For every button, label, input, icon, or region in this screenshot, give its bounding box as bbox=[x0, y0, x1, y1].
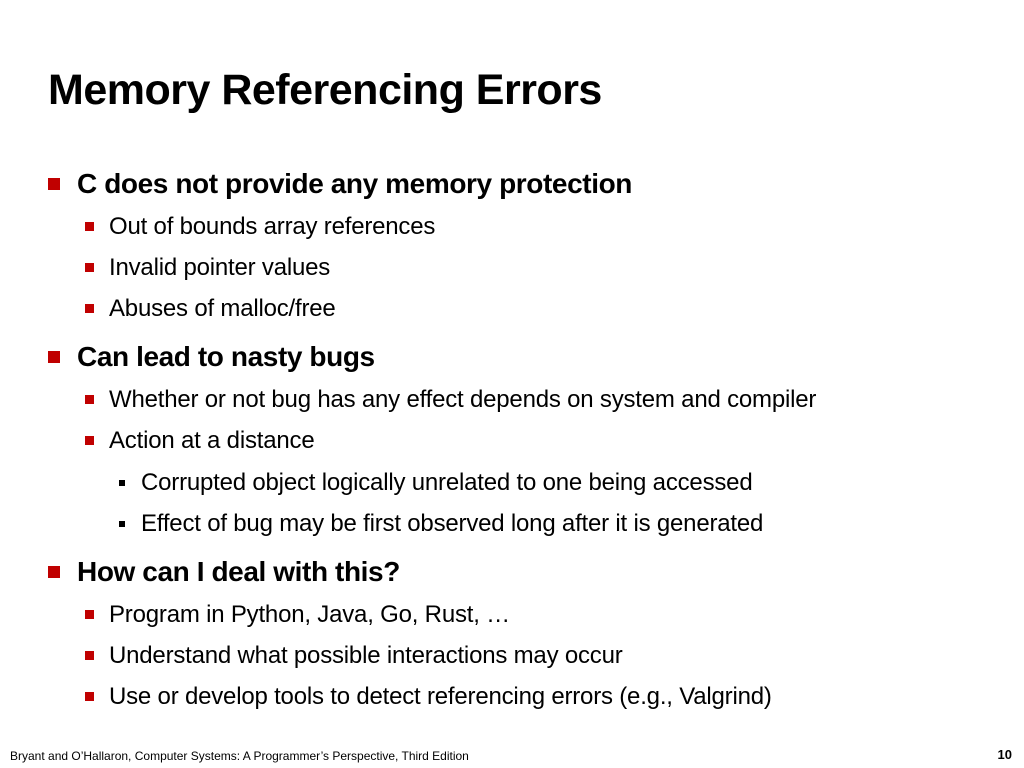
small-square-bullet-icon bbox=[119, 480, 125, 486]
slide-title: Memory Referencing Errors bbox=[48, 66, 602, 114]
bullet-heading: How can I deal with this? bbox=[77, 556, 400, 587]
square-bullet-icon bbox=[48, 178, 60, 190]
bullet-text: Effect of bug may be first observed long… bbox=[141, 510, 764, 537]
square-bullet-icon bbox=[85, 651, 94, 660]
bullet-text: Whether or not bug has any effect depend… bbox=[109, 386, 817, 413]
bullet-text: Program in Python, Java, Go, Rust, … bbox=[109, 601, 510, 628]
square-bullet-icon bbox=[85, 304, 94, 313]
bullet-text: Understand what possible interactions ma… bbox=[109, 642, 623, 669]
bullet-text: Out of bounds array references bbox=[109, 213, 436, 240]
bullet-heading: C does not provide any memory protection bbox=[77, 168, 632, 199]
square-bullet-icon bbox=[85, 610, 94, 619]
bullet-text: Corrupted object logically unrelated to … bbox=[141, 469, 753, 496]
bullet-text: Use or develop tools to detect referenci… bbox=[109, 683, 772, 710]
square-bullet-icon bbox=[85, 222, 94, 231]
bullet-text: Abuses of malloc/free bbox=[109, 295, 336, 322]
bullet-text: Invalid pointer values bbox=[109, 254, 331, 281]
square-bullet-icon bbox=[85, 436, 94, 445]
square-bullet-icon bbox=[85, 395, 94, 404]
square-bullet-icon bbox=[48, 351, 60, 363]
footer-citation: Bryant and O’Hallaron, Computer Systems:… bbox=[10, 749, 469, 763]
page-number: 10 bbox=[997, 747, 1012, 762]
bullet-heading: Can lead to nasty bugs bbox=[77, 341, 375, 372]
square-bullet-icon bbox=[48, 566, 60, 578]
small-square-bullet-icon bbox=[119, 521, 125, 527]
bullet-text: Action at a distance bbox=[109, 427, 315, 454]
square-bullet-icon bbox=[85, 263, 94, 272]
square-bullet-icon bbox=[85, 692, 94, 701]
